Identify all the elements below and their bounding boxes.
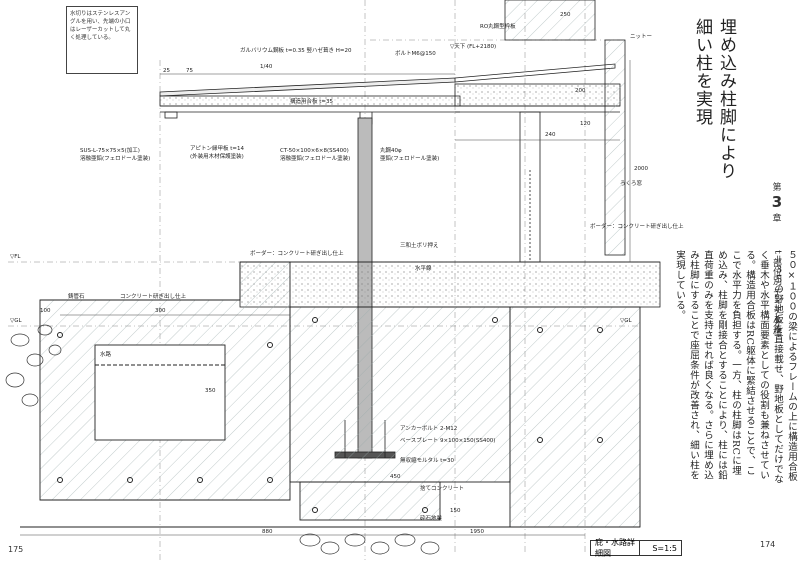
label-fl: ▽FL xyxy=(10,254,21,260)
dim-75: 75 xyxy=(186,68,193,74)
chapter-suffix: 章 xyxy=(772,214,782,224)
drawing-labels: ガルバリウム鋼板 t=0.35 竪ハゼ葺き H=20 ボルトM6@150 ▽天下… xyxy=(10,22,684,522)
caption-box: 庇・水路詳細図 S=1:5 xyxy=(590,538,682,558)
label-column-2: 亜鉛(フェロドール塗装) xyxy=(380,154,439,162)
label-suiro: 水路 xyxy=(100,350,112,358)
chapter-tab: 第 3 章 xyxy=(766,180,788,224)
caption-title: 庇・水路詳細図 xyxy=(595,538,635,558)
label-shiguchi: ろくろ窓 xyxy=(620,179,643,187)
roof-eave xyxy=(159,0,626,263)
dim-350: 350 xyxy=(205,388,216,394)
chapter-label: 第 xyxy=(772,183,782,193)
note-box: 水切りはステンレスアングルを用い、先端の小口はレーザーカットして丸く処理している… xyxy=(66,6,138,74)
label-angle-1: SUS-L-75×75×5(加工) xyxy=(80,146,140,154)
page-number-right: 174 xyxy=(760,540,776,549)
dimension-lines xyxy=(20,60,631,536)
label-bolt: ボルトM6@150 xyxy=(395,49,436,57)
label-kansai: 鋳管石 xyxy=(68,292,85,300)
label-galvalume: ガルバリウム鋼板 t=0.35 竪ハゼ葺き H=20 xyxy=(240,46,352,54)
label-ro-header: RO丸鋼型枠板 xyxy=(480,22,516,30)
dim-450: 450 xyxy=(390,474,401,480)
side-category: 外構 xyxy=(771,318,781,336)
chapter-number: 3 xyxy=(771,193,783,211)
label-anchor: アンカーボルト 2-M12 xyxy=(400,424,457,432)
dim-200: 200 xyxy=(575,88,586,94)
dim-120: 120 xyxy=(580,121,591,127)
label-suiheisen: 水平線 xyxy=(415,264,432,272)
side-section: 部位別 ディテール xyxy=(771,258,781,333)
footings xyxy=(20,306,641,528)
label-concrete: 捨てコンクリート xyxy=(420,484,464,492)
rebar-dots xyxy=(57,317,603,513)
label-apiton-2: (外装用木材保護塗装) xyxy=(190,152,244,160)
page-number-left: 175 xyxy=(8,545,24,554)
label-angle-2: 溶融亜鉛(フェロドール塗装) xyxy=(80,154,150,162)
label-apiton-1: アピトン縁甲板 t=14 xyxy=(190,144,245,152)
dimension-numbers: 75 25 250 240 200 120 2000 300 350 880 1… xyxy=(40,12,648,535)
dim-300: 300 xyxy=(155,308,166,314)
water-channel xyxy=(39,261,291,501)
dim-880: 880 xyxy=(262,529,273,535)
dim-150: 150 xyxy=(450,508,461,514)
caption-scale: S=1:5 xyxy=(652,543,677,553)
label-mortar: 無収縮モルタル t=30 xyxy=(400,456,455,464)
dim-1950: 1950 xyxy=(470,529,484,535)
label-border-right: ボーダー：コンクリート研ぎ出し仕上 xyxy=(590,222,684,230)
gravel xyxy=(5,324,440,555)
label-mikage: 三和土ボリ押え xyxy=(400,241,439,249)
dim-25a: 25 xyxy=(163,68,170,74)
caption-separator xyxy=(639,541,648,555)
headline: 埋め込み柱脚により細い柱を実現 xyxy=(692,18,736,180)
dim-240: 240 xyxy=(545,132,556,138)
label-column-1: 丸鋼40φ xyxy=(380,146,402,154)
label-ct-2: 溶融亜鉛(フェロドール塗装) xyxy=(280,154,350,162)
dim-250: 250 xyxy=(560,12,571,18)
label-fl-top: ▽天下 (FL+2180) xyxy=(450,43,496,50)
label-gl: ▽GL xyxy=(10,318,22,324)
label-plywood: 構造用合板 t=35 xyxy=(290,97,334,105)
label-base-plate: ベースプレート 9×100×150(SS400) xyxy=(400,437,495,444)
label-pitch: 1/40 xyxy=(260,64,273,70)
label-border-left: コンクリート研ぎ出し仕上 xyxy=(120,292,187,300)
dim-2000: 2000 xyxy=(634,166,648,172)
label-border-top: ボーダー：コンクリート研ぎ出し仕上 xyxy=(250,249,344,257)
label-gl2: ▽GL xyxy=(620,318,632,324)
label-gravel: 砕石地業 xyxy=(420,514,443,522)
ground-slab xyxy=(239,261,661,308)
label-nitto: ニットー xyxy=(630,33,652,40)
dim-100: 100 xyxy=(40,308,51,314)
label-ct-1: CT-50×100×6×8(SS400) xyxy=(280,148,349,154)
body-text: 軒下空間の構造の考え方は、丸鋼４０φの柱とCT－５０×１００の梁によるフレームの… xyxy=(674,250,797,485)
